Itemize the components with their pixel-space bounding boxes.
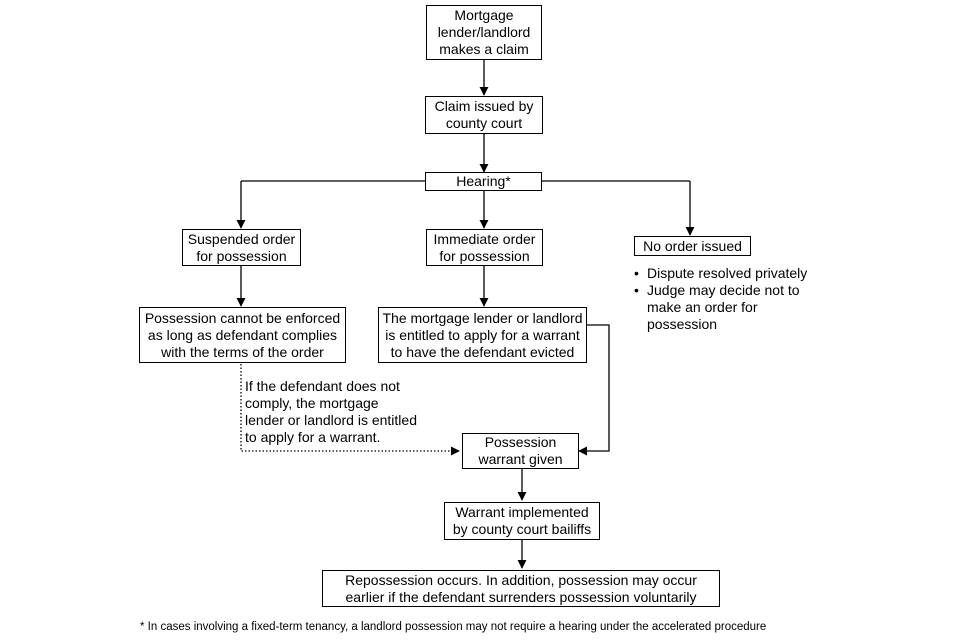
cannot-enforce-node: Possession cannot be enforced as long as… <box>139 307 346 363</box>
claim-node: Mortgage lender/landlord makes a claim <box>426 5 542 60</box>
repossession-node: Repossession occurs. In addition, posses… <box>322 570 720 607</box>
no-order-reasons-list: • Dispute resolved privately • Judge may… <box>634 265 824 333</box>
dotted-arrow-noncompliance-to-warrant <box>240 364 460 456</box>
claim-issued-node: Claim issued by county court <box>425 96 543 134</box>
suspended-order-node: Suspended order for possession <box>182 229 301 266</box>
bullet-icon: • <box>634 282 639 298</box>
noncompliance-note: If the defendant does not comply, the mo… <box>245 378 417 445</box>
hearing-node: Hearing* <box>425 172 542 191</box>
warrant-implemented-node: Warrant implemented by county court bail… <box>444 502 600 540</box>
reason-item: • Dispute resolved privately <box>634 265 824 282</box>
bullet-icon: • <box>634 265 639 281</box>
footnote: * In cases involving a fixed-term tenanc… <box>140 621 767 633</box>
entitled-to-warrant-node: The mortgage lender or landlord is entit… <box>378 307 587 363</box>
no-order-node: No order issued <box>634 236 751 256</box>
reason-text: Judge may decide not to make an order fo… <box>647 282 800 332</box>
reason-item: • Judge may decide not to make an order … <box>634 282 824 333</box>
reason-text: Dispute resolved privately <box>647 265 808 281</box>
immediate-order-node: Immediate order for possession <box>426 229 543 266</box>
arrow-entitled-to-warrant <box>578 324 610 456</box>
warrant-given-node: Possession warrant given <box>462 433 579 469</box>
